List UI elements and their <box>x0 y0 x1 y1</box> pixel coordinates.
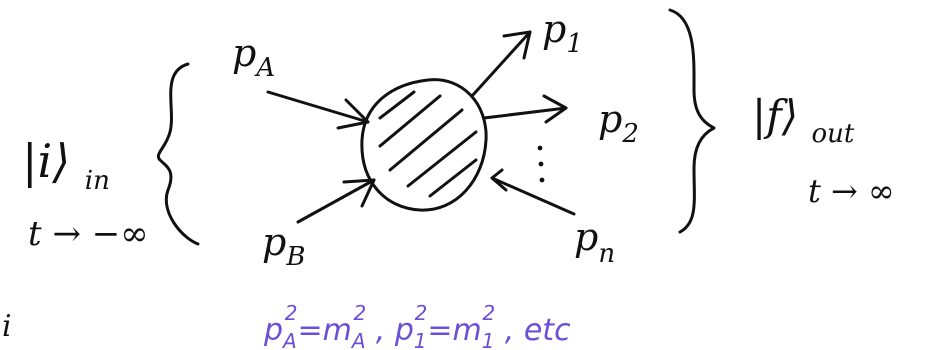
final-time-limit: t → ∞ <box>808 172 895 210</box>
svg-text:|i⟩ in: |i⟩ in <box>22 134 110 196</box>
initial-ket: |i⟩ <box>22 134 70 188</box>
label-pA: pA <box>232 31 275 83</box>
interaction-blob <box>360 78 488 212</box>
initial-state: |i⟩ in t → −∞ <box>22 134 149 254</box>
margin-mark: i <box>2 309 12 344</box>
initial-subscript: in <box>85 166 110 196</box>
outgoing-arrow-p2 <box>482 94 568 124</box>
final-ket: |f⟩ <box>752 91 798 140</box>
initial-time-limit: t → −∞ <box>28 214 149 254</box>
label-pB: pB <box>262 220 305 272</box>
label-p1: p1 <box>542 7 583 59</box>
left-brace <box>156 62 200 246</box>
right-brace <box>668 8 716 234</box>
outgoing-arrow-pn <box>490 168 576 216</box>
final-subscript: out <box>811 119 854 149</box>
label-pn: pn <box>574 215 615 269</box>
svg-text:|f⟩ out: |f⟩ out <box>752 91 855 149</box>
incoming-arrow-b <box>296 178 376 224</box>
ellipsis-dots <box>537 145 545 183</box>
incoming-arrow-a <box>266 90 370 130</box>
final-state: |f⟩ out t → ∞ <box>752 91 895 210</box>
label-p2: p2 <box>598 97 639 149</box>
mass-shell-constraint: pA2=mA2 , p12=m12 , etc <box>263 301 571 350</box>
outgoing-arrow-p1 <box>470 30 532 98</box>
